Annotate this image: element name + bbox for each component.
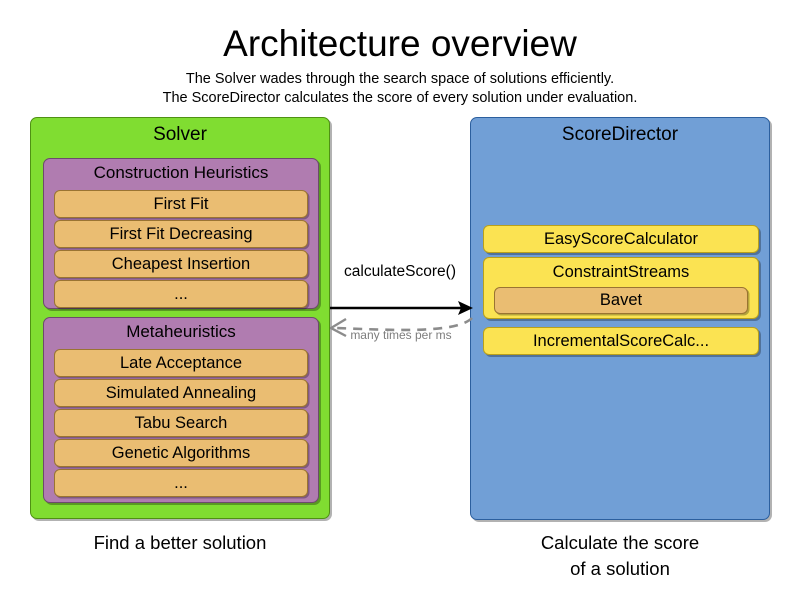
diagram-header: Architecture overview The Solver wades t… xyxy=(0,22,800,108)
subtitle-line-2: The ScoreDirector calculates the score o… xyxy=(162,90,638,106)
score-director-panel: ScoreDirector EasyScoreCalculator Constr… xyxy=(470,117,770,520)
list-item: Genetic Algorithms xyxy=(54,439,308,467)
group-metaheuristics: Metaheuristics Late Acceptance Simulated… xyxy=(43,317,319,503)
solver-panel-title: Solver xyxy=(153,124,207,145)
solver-panel: Solver Construction Heuristics First Fit… xyxy=(30,117,330,519)
list-item-incremental-score-calculator: IncrementalScoreCalc... xyxy=(483,327,759,355)
arrow-lines xyxy=(330,301,473,338)
group-construction-heuristics: Construction Heuristics First Fit First … xyxy=(43,158,319,309)
solver-caption: Find a better solution xyxy=(93,532,267,553)
arrow-return-label: many times per ms xyxy=(350,328,452,342)
subtitle-line-1: The Solver wades through the search spac… xyxy=(185,71,615,87)
list-item: First Fit xyxy=(54,190,308,218)
group-metaheuristics-title: Metaheuristics xyxy=(126,322,236,341)
calculate-score-arrow-icon xyxy=(330,301,473,315)
arrow-group: calculateScore() many times per ms xyxy=(330,262,475,352)
score-director-caption-line-1: Calculate the score xyxy=(540,532,700,553)
list-item: Tabu Search xyxy=(54,409,308,437)
constraint-streams-label: ConstraintStreams xyxy=(552,263,690,281)
list-item: ... xyxy=(54,469,308,497)
list-item-constraint-streams: ConstraintStreams Bavet xyxy=(483,257,759,319)
list-item: Simulated Annealing xyxy=(54,379,308,407)
arrow-forward-label: calculateScore() xyxy=(344,263,456,280)
score-director-caption: Calculate the score of a solution xyxy=(470,530,770,582)
list-item-easy-score-calculator: EasyScoreCalculator xyxy=(483,225,759,253)
score-director-panel-title: ScoreDirector xyxy=(561,124,679,145)
many-times-per-ms-arrow-icon xyxy=(330,316,473,338)
page-title: Architecture overview xyxy=(223,23,577,64)
list-item: Late Acceptance xyxy=(54,349,308,377)
list-item-bavet: Bavet xyxy=(494,287,748,314)
list-item: First Fit Decreasing xyxy=(54,220,308,248)
score-director-caption-line-2: of a solution xyxy=(570,558,670,579)
group-construction-heuristics-title: Construction Heuristics xyxy=(93,163,269,182)
list-item: ... xyxy=(54,280,308,308)
list-item: Cheapest Insertion xyxy=(54,250,308,278)
